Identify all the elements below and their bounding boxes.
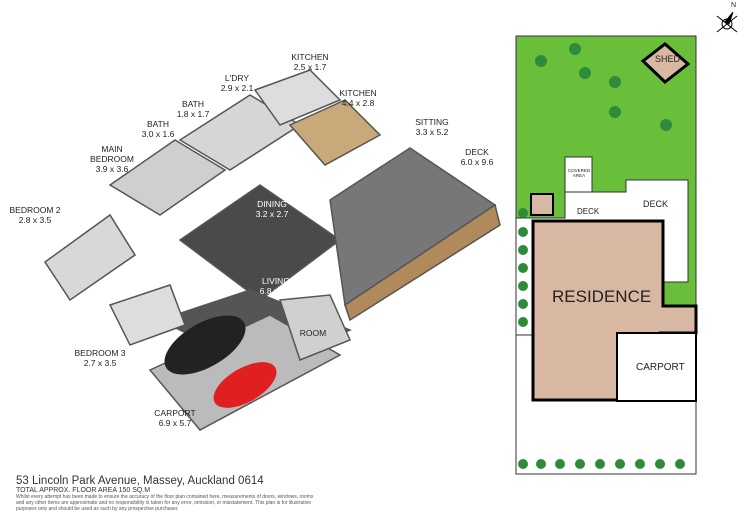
site-label-deck-small: DECK	[577, 207, 600, 216]
north-label: N	[731, 2, 737, 9]
site-plan	[515, 11, 738, 475]
north-arrow-icon	[716, 11, 738, 33]
site-label-covered-area: COVERED AREA	[567, 168, 591, 178]
footer: 53 Lincoln Park Avenue, Massey, Auckland…	[16, 475, 316, 512]
carport-vehicles	[164, 315, 277, 408]
floor-plan-walls	[43, 69, 501, 431]
room-label-entry: ENTRY	[176, 279, 200, 286]
site-label-shed: SHED	[655, 54, 681, 64]
floor-area: TOTAL APPROX. FLOOR AREA 150 SQ.M	[16, 487, 151, 494]
site-label-deck: DECK	[643, 199, 669, 209]
disclaimer: Whilst every attempt has been made to en…	[16, 494, 314, 512]
property-address: 53 Lincoln Park Avenue, Massey, Auckland…	[16, 475, 264, 487]
room-label-room: ROOM	[299, 328, 327, 338]
site-label-residence: RESIDENCE	[552, 287, 652, 306]
site-label-carport: CARPORT	[636, 362, 685, 373]
